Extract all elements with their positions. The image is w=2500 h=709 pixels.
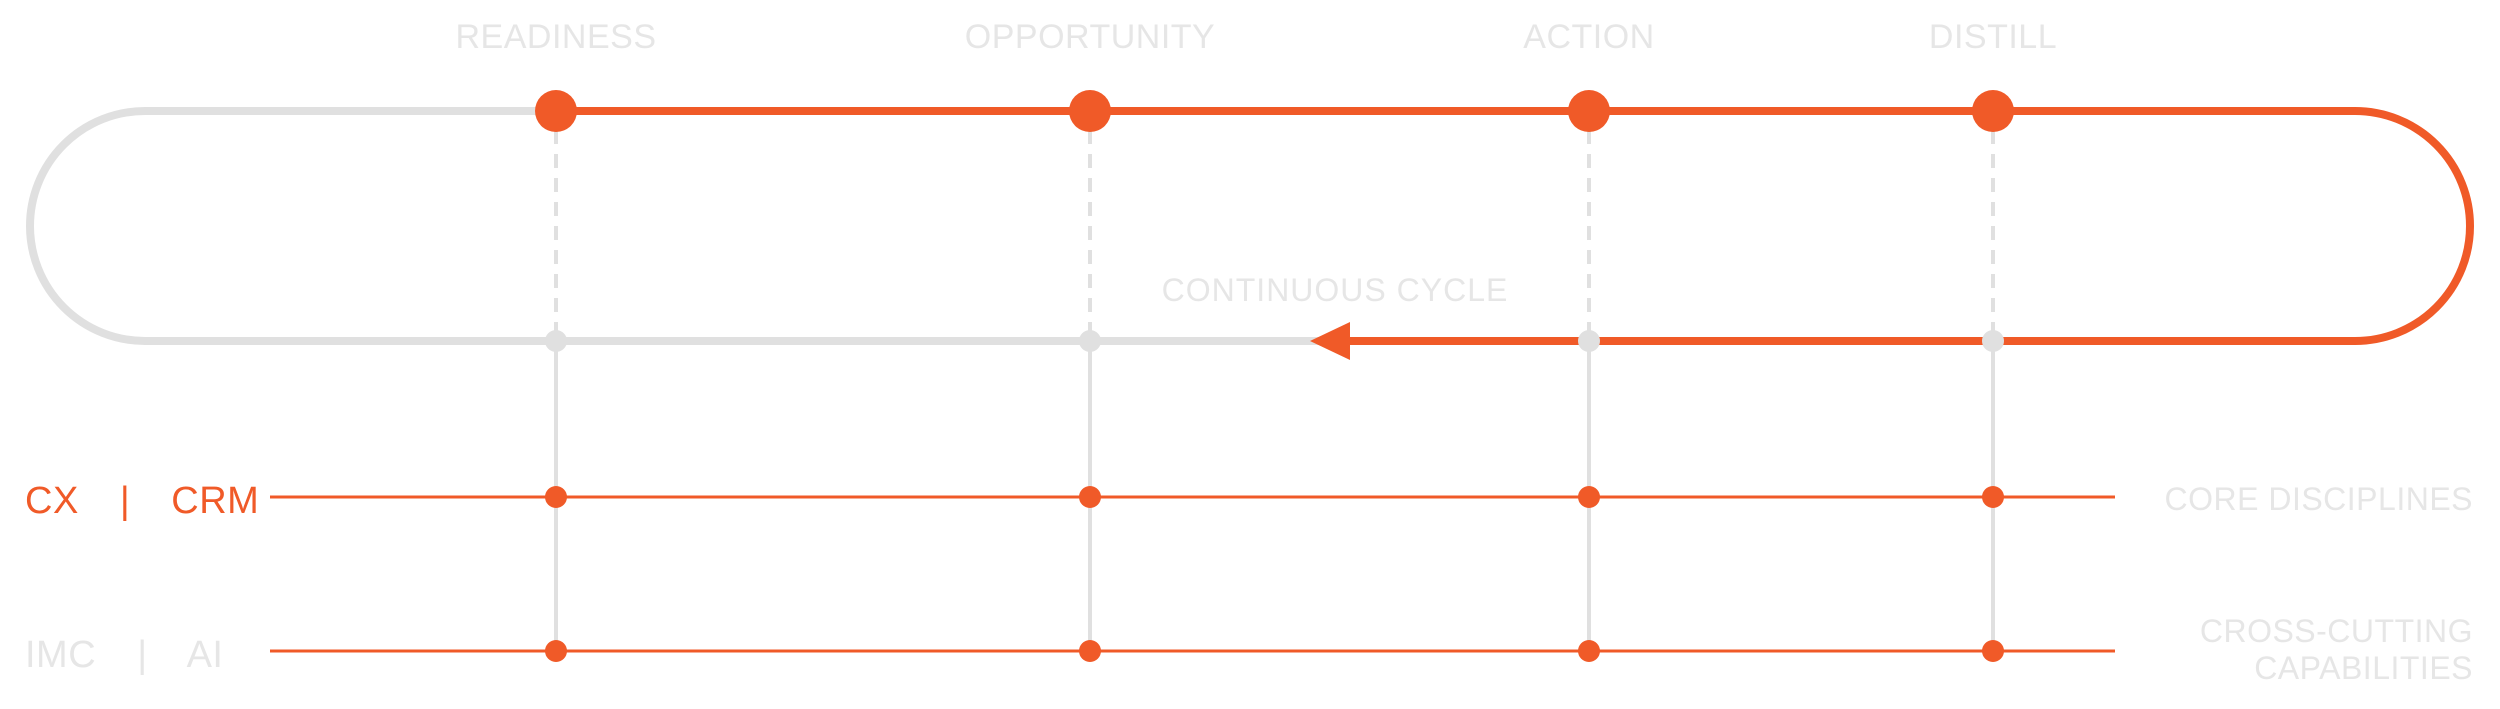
cycle-label: CONTINUOUS CYCLE [1162,272,1509,308]
loop-nodes [545,330,2004,352]
stage-label-distill: DISTILL [1929,18,2057,56]
stage-node-readiness [535,90,577,132]
loop-node-opportunity [1079,330,1101,352]
row-label-imc-ai: IMC | AI [25,634,223,676]
row1-node-action [1578,486,1600,508]
row1-node-readiness [545,486,567,508]
row-label-separator: | [137,634,147,676]
stage-node-distill [1972,90,2014,132]
row-label-cross-cutting: CROSS-CUTTING [2200,613,2473,649]
row-nodes [545,486,2004,662]
row-label-separator: | [120,480,130,522]
row-label-ai: AI [187,634,224,676]
stage-connectors [554,130,1995,335]
stage-node-opportunity [1069,90,1111,132]
loop-node-distill [1982,330,2004,352]
loop-node-readiness [545,330,567,352]
row-label-crm: CRM [171,480,259,522]
row-label-imc: IMC [25,634,96,676]
cycle-loop-active [552,107,2474,345]
row-label-cx-crm: CX | CRM [25,480,259,522]
row2-node-distill [1982,640,2004,662]
stage-label-readiness: READINESS [456,18,657,56]
row2-node-action [1578,640,1600,662]
stage-node-action [1568,90,1610,132]
row2-node-readiness [545,640,567,662]
row-label-cx: CX [25,480,79,522]
stage-label-opportunity: OPPORTUNITY [965,18,1215,56]
stage-nodes [535,90,2014,132]
row2-node-opportunity [1079,640,1101,662]
cycle-loop-inactive [26,107,1324,345]
row-label-capabilities: CAPABILITIES [2254,650,2473,686]
stage-label-action: ACTION [1523,18,1654,56]
cycle-arrow-icon [1310,322,1350,360]
row1-node-distill [1982,486,2004,508]
row-label-core-disciplines: CORE DISCIPLINES [2164,481,2473,517]
row1-node-opportunity [1079,486,1101,508]
loop-node-action [1578,330,1600,352]
